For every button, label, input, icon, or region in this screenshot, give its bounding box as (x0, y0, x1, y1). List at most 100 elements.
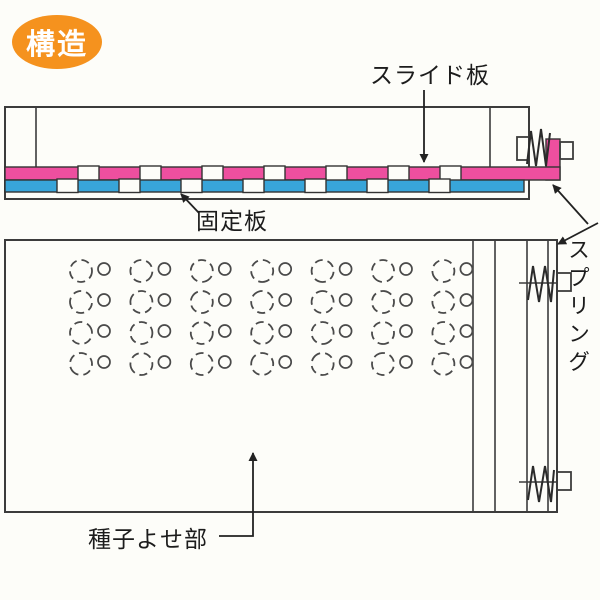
top-assembly (4, 106, 574, 200)
title-badge: 構造 (12, 15, 102, 69)
seed-hole (431, 290, 474, 314)
seed-hole (371, 352, 413, 376)
seed-hole-small-circle (157, 262, 172, 276)
seed-hole (431, 259, 474, 283)
seed-hole (431, 321, 474, 345)
spring-arrow-upper (552, 184, 589, 225)
seed-hole-small-circle (97, 293, 111, 307)
seed-hole (69, 321, 111, 345)
seed-hole (431, 352, 474, 376)
seed-hole (250, 259, 293, 283)
seed-hole-large-circle (310, 290, 335, 314)
seed-hole-grid (69, 259, 474, 376)
seed-hole (310, 321, 353, 345)
fixed-plate-arrow (180, 193, 200, 214)
fixed-plate-notch (428, 178, 451, 194)
seed-hole-large-circle (129, 321, 154, 345)
seed-plate-assembly (4, 239, 572, 513)
seed-hole (310, 352, 353, 376)
seed-hole-large-circle (371, 321, 395, 345)
seed-hole (371, 259, 413, 283)
seed-hole (250, 321, 293, 345)
seed-hole-large-circle (69, 259, 93, 283)
seed-hole-large-circle (189, 321, 214, 345)
fixed-plate-notch (180, 178, 203, 194)
seed-hole-small-circle (97, 355, 111, 369)
seed-hole (129, 259, 172, 283)
slide-plate-notch (77, 165, 100, 182)
seed-hole-small-circle (97, 324, 111, 338)
seed-hole (371, 290, 413, 314)
seed-hole-large-circle (431, 321, 456, 345)
seed-hole-small-circle (278, 293, 293, 307)
slide-plate-notch (387, 165, 410, 182)
spring-arrow-lower (557, 222, 599, 245)
seed-hole (69, 259, 111, 283)
seed-hole-small-circle (217, 262, 232, 276)
seed-hole-large-circle (129, 259, 154, 283)
seed-hole-small-circle (338, 293, 353, 307)
seed-hole-large-circle (69, 321, 93, 345)
spring-upper (527, 265, 555, 303)
seed-hole (189, 321, 232, 345)
seed-hole (250, 290, 293, 314)
seed-hole-large-circle (371, 352, 395, 376)
seed-hole (129, 290, 172, 314)
seed-hole (129, 321, 172, 345)
seed-hole-large-circle (431, 352, 456, 376)
seed-hole (189, 352, 232, 376)
seed-hole-small-circle (338, 262, 353, 276)
seed-hole-small-circle (217, 324, 232, 338)
fixed-plate-notch (118, 178, 141, 194)
seed-plate-box (4, 239, 558, 513)
slide-plate-notch (139, 165, 162, 182)
seed-gather-label: 種子よせ部 (88, 527, 208, 553)
seed-hole-large-circle (250, 352, 275, 376)
seed-hole-small-circle (97, 262, 111, 276)
seed-hole-small-circle (338, 355, 353, 369)
fixed-plate-notch (242, 178, 265, 194)
slide-plate-notch (201, 165, 224, 182)
seed-hole-small-circle (157, 293, 172, 307)
seed-hole-small-circle (459, 324, 474, 338)
spring-label: スプリング (564, 238, 589, 378)
seed-hole-small-circle (459, 355, 474, 369)
seed-hole-large-circle (250, 259, 275, 283)
fixed-plate-notches (56, 178, 451, 194)
seed-hole-large-circle (310, 352, 335, 376)
seed-hole-small-circle (399, 355, 413, 369)
seed-hole (371, 321, 413, 345)
seed-gather-arrow (219, 452, 258, 537)
slide-plate-notch (325, 165, 348, 182)
seed-hole-large-circle (129, 290, 154, 314)
seed-hole-large-circle (69, 352, 93, 376)
seed-hole-small-circle (459, 293, 474, 307)
seed-hole-large-circle (310, 321, 335, 345)
slide-plate-notch (263, 165, 286, 182)
seed-hole-large-circle (310, 259, 335, 283)
seed-hole-large-circle (129, 352, 154, 376)
spring-lower (527, 465, 555, 503)
seed-hole-large-circle (189, 259, 214, 283)
spring-upper-tab (556, 272, 572, 292)
seed-hole-small-circle (157, 355, 172, 369)
seed-hole-small-circle (399, 324, 413, 338)
seed-hole-small-circle (217, 355, 232, 369)
seed-hole-small-circle (278, 355, 293, 369)
seed-hole-large-circle (431, 290, 456, 314)
slide-plate-label: スライド板 (370, 63, 490, 89)
seed-hole-large-circle (371, 259, 395, 283)
seed-hole-large-circle (189, 352, 214, 376)
seed-hole-large-circle (371, 290, 395, 314)
seed-hole-small-circle (399, 262, 413, 276)
seed-hole (250, 352, 293, 376)
seed-hole-small-circle (399, 293, 413, 307)
fixed-plate-notch (366, 178, 389, 194)
seed-hole-small-circle (278, 324, 293, 338)
top-spring (526, 128, 551, 167)
seed-hole (129, 352, 172, 376)
seed-hole-small-circle (338, 324, 353, 338)
seed-hole-small-circle (217, 293, 232, 307)
seed-hole-large-circle (189, 290, 214, 314)
